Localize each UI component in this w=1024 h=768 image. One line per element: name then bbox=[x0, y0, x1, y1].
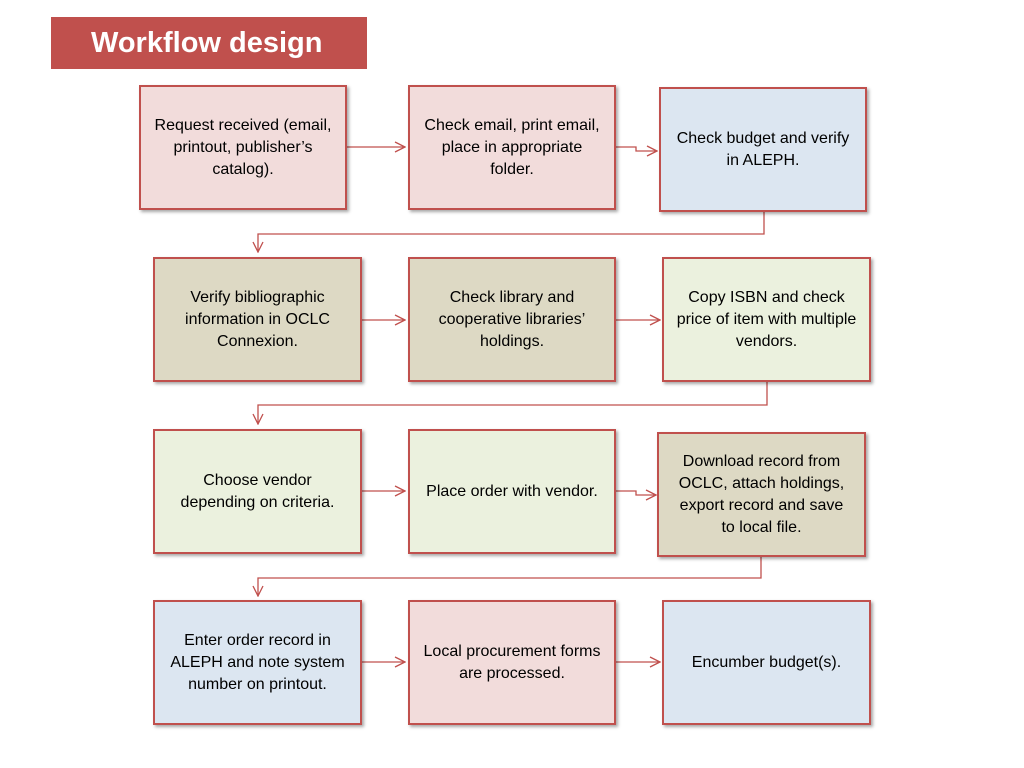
step-encumber-budget: Encumber budget(s). bbox=[662, 600, 871, 725]
step-choose-vendor: Choose vendor depending on criteria. bbox=[153, 429, 362, 554]
step-check-budget: Check budget and verify in ALEPH. bbox=[659, 87, 867, 212]
step-copy-isbn: Copy ISBN and check price of item with m… bbox=[662, 257, 871, 382]
step-check-library-holdings: Check library and cooperative libraries’… bbox=[408, 257, 616, 382]
step-download-record: Download record from OCLC, attach holdin… bbox=[657, 432, 866, 557]
arrow-2-3 bbox=[616, 147, 657, 151]
arrow-3-4 bbox=[258, 212, 765, 252]
step-verify-bibliographic: Verify bibliographic information in OCLC… bbox=[153, 257, 362, 382]
step-check-email: Check email, print email, place in appro… bbox=[408, 85, 616, 210]
page-title: Workflow design bbox=[51, 17, 367, 69]
arrow-9-10 bbox=[258, 557, 762, 596]
step-local-procurement: Local procurement forms are processed. bbox=[408, 600, 616, 725]
arrow-8-9 bbox=[616, 491, 656, 495]
arrow-6-7 bbox=[258, 382, 768, 424]
step-enter-order-record: Enter order record in ALEPH and note sys… bbox=[153, 600, 362, 725]
step-request-received: Request received (email, printout, publi… bbox=[139, 85, 347, 210]
step-place-order: Place order with vendor. bbox=[408, 429, 616, 554]
